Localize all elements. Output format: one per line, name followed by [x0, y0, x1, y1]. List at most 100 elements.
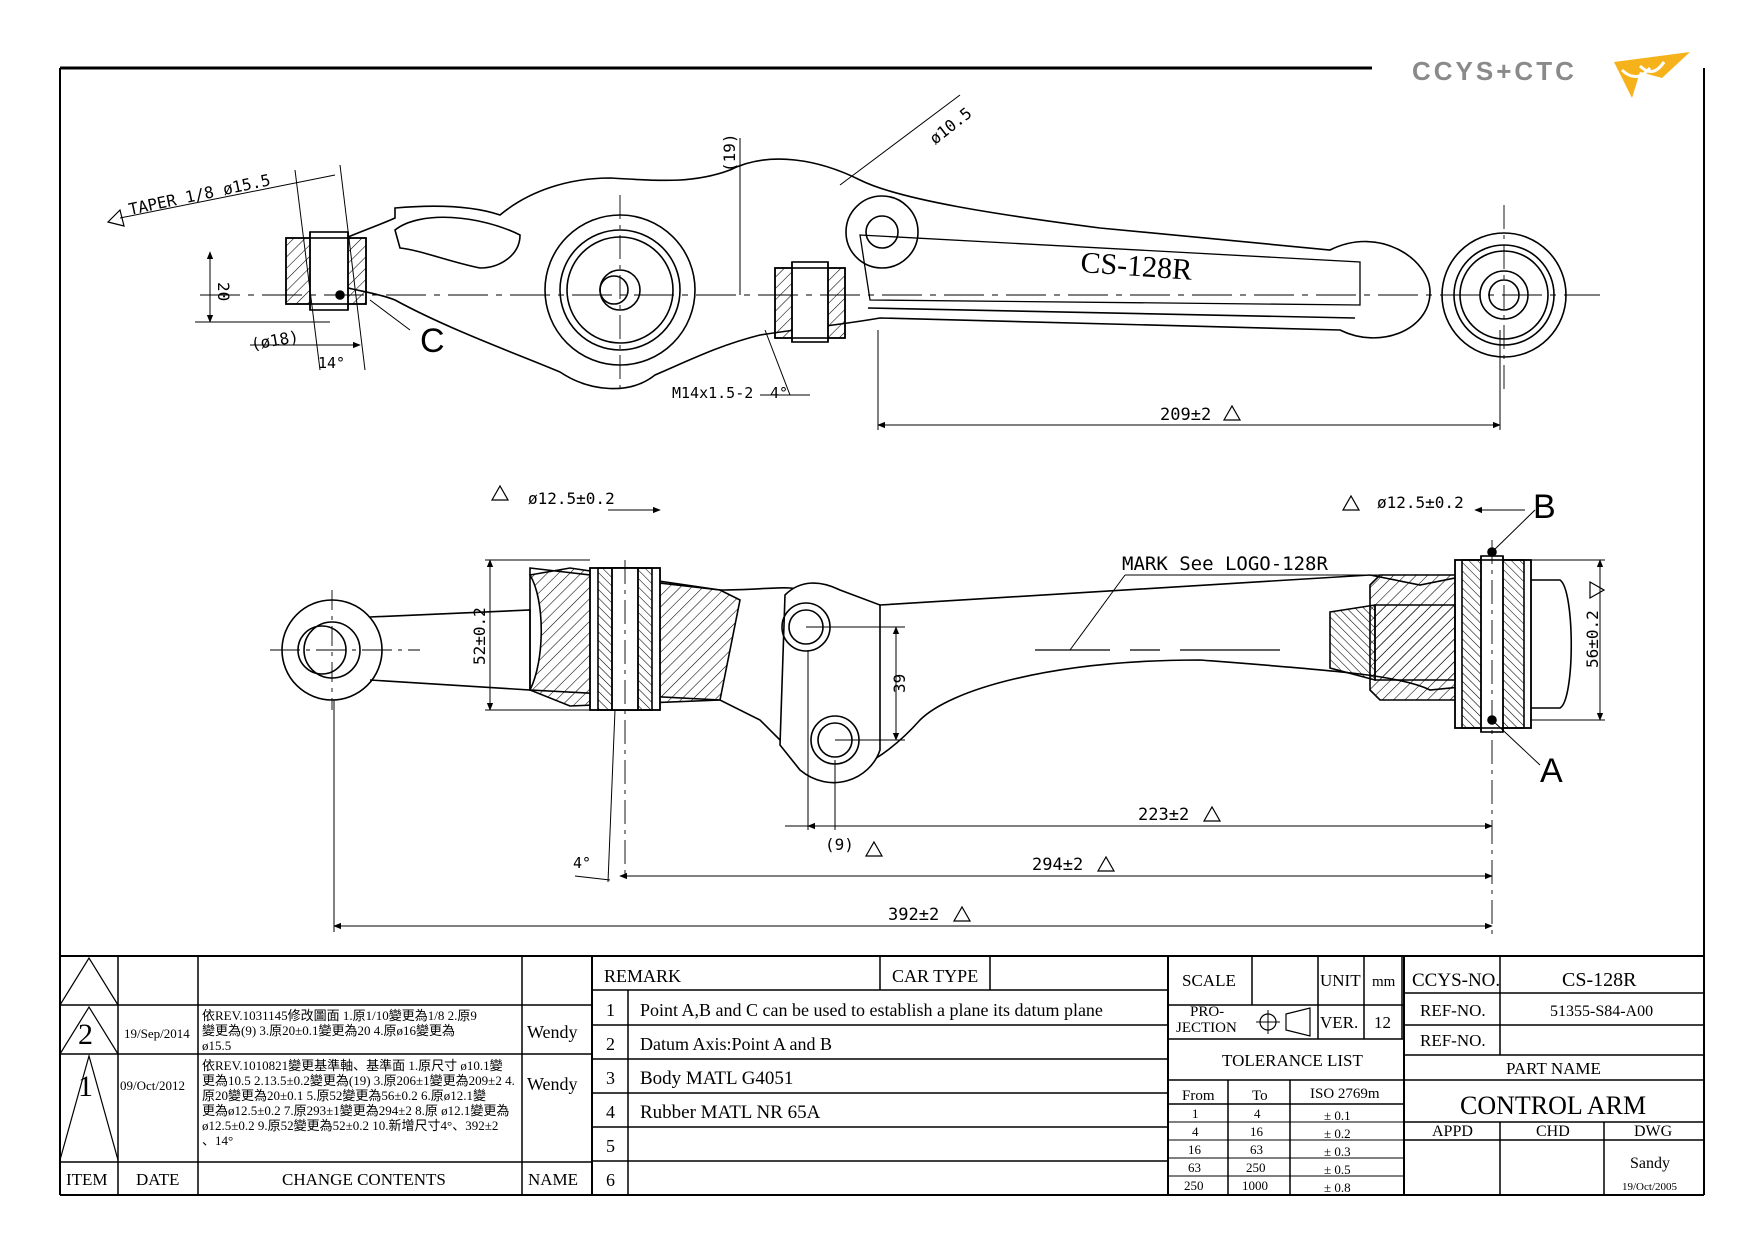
angle-4-top: 4° [770, 384, 788, 402]
dim-phi-12-5-right: ø12.5±0.2 [1377, 493, 1464, 512]
tol-to: 4 [1254, 1106, 1261, 1121]
dim-phi-18: (ø18) [249, 327, 300, 354]
rev-date-1: 09/Oct/2012 [120, 1078, 185, 1093]
tol-value: ± 0.1 [1324, 1108, 1351, 1123]
thread-label: M14x1.5-2 [672, 384, 753, 402]
remark-no: 1 [606, 1000, 615, 1020]
datum-triangle-icon [1202, 805, 1222, 822]
revision-triangle-icon [59, 1005, 119, 1055]
unit-value: mm [1372, 974, 1396, 990]
scale-label: SCALE [1182, 971, 1236, 990]
rev-line: 更為10.5 2.13.5±0.2變更為(19) 3.原206±1變更為209±… [202, 1073, 515, 1088]
tol-from: 63 [1188, 1160, 1201, 1175]
logo-text: CCYS+CTC [1412, 56, 1577, 86]
dim-20: 20 [214, 282, 233, 301]
car-type-label: CAR TYPE [892, 966, 978, 986]
ver-value: 12 [1374, 1013, 1391, 1032]
datum-triangle-icon [106, 208, 125, 227]
part-mark: CS-128R [1080, 246, 1194, 287]
datum-c: C [420, 322, 445, 360]
rev-line: 原20變更為20±0.1 5.原52變更為56±0.2 6.原ø12.1變 [202, 1088, 486, 1103]
title-block-info: CCYS-NO. CS-128R REF-NO. 51355-S84-A00 R… [1412, 969, 1677, 1193]
tol-from: 250 [1184, 1178, 1204, 1193]
part-name-label: PART NAME [1506, 1059, 1601, 1078]
chd-label: CHD [1536, 1123, 1570, 1140]
revision-table: 2 19/Sep/2014 依REV.1031145修改圖面 1.原1/10變更… [66, 1008, 578, 1189]
remark-text: Body MATL G4051 [640, 1068, 793, 1089]
tol-to: 250 [1246, 1160, 1266, 1175]
title-block-grid [59, 955, 1704, 1195]
part-name-value: CONTROL ARM [1460, 1091, 1646, 1120]
company-logo: CCYS+CTC [1412, 52, 1690, 98]
rev-name-1: Wendy [527, 1074, 578, 1094]
rev-line: 變更為(9) 3.原20±0.1變更為20 4.原ø16變更為 [202, 1023, 455, 1038]
mark-label: MARK See LOGO-128R [1122, 553, 1328, 575]
taper-label: TAPER 1/8 ø15.5 [127, 170, 272, 219]
remark-text: Point A,B and C can be used to establish… [640, 1000, 1103, 1020]
rev-header-item: ITEM [66, 1170, 108, 1189]
rev-header-name: NAME [528, 1170, 578, 1189]
revision-triangle-icon [59, 956, 119, 1006]
dim-223: 223±2 [1138, 805, 1189, 825]
rev-line: ø15.5 [202, 1038, 231, 1053]
tol-header-std: ISO 2769m [1310, 1086, 1380, 1102]
tol-header-to: To [1252, 1088, 1268, 1104]
angle-14: 14° [318, 354, 345, 372]
rev-date-2: 19/Sep/2014 [124, 1026, 190, 1041]
tol-value: ± 0.3 [1324, 1144, 1351, 1159]
rev-line: 依REV.1031145修改圖面 1.原1/10變更為1/8 2.原9 [202, 1008, 477, 1023]
datum-triangle-icon [490, 484, 510, 501]
dim-392: 392±2 [888, 905, 939, 925]
dim-56: 56±0.2 [1583, 610, 1602, 668]
top-view [119, 94, 1600, 430]
remarks-table: REMARK CAR TYPE 1 Point A,B and C can be… [604, 966, 1103, 1190]
dim-294: 294±2 [1032, 855, 1083, 875]
datum-a: A [1540, 752, 1563, 790]
datum-triangle-icon [1341, 494, 1361, 511]
logo-mark-icon [1614, 52, 1690, 98]
datum-b: B [1533, 488, 1556, 526]
ref-no-label-2: REF-NO. [1420, 1031, 1486, 1050]
remark-no: 5 [606, 1136, 615, 1156]
dim-52: 52±0.2 [470, 607, 489, 665]
ref-no-label: REF-NO. [1420, 1001, 1486, 1020]
tol-to: 63 [1250, 1142, 1263, 1157]
remark-text: Datum Axis:Point A and B [640, 1034, 832, 1054]
dwg-name: Sandy [1630, 1155, 1670, 1172]
rev-header-contents: CHANGE CONTENTS [282, 1170, 446, 1189]
tol-to: 1000 [1242, 1178, 1268, 1193]
remark-text: Rubber MATL NR 65A [640, 1102, 821, 1123]
dwg-date: 19/Oct/2005 [1622, 1181, 1677, 1193]
rev-item-2: 2 [78, 1018, 93, 1051]
tol-value: ± 0.8 [1324, 1180, 1351, 1195]
rev-line: 依REV.1010821變更基準軸、基準面 1.原尺寸 ø10.1變 [202, 1058, 503, 1073]
dim-phi-10-5: ø10.5 [926, 104, 976, 149]
angle-4: 4° [573, 854, 591, 872]
tol-from: 4 [1192, 1124, 1199, 1139]
datum-triangle-icon [1222, 404, 1242, 421]
dim-19: (19) [720, 133, 739, 172]
front-view-labels: ø12.5±0.2 ø12.5±0.2 B A MARK See LOGO-12… [470, 484, 1606, 925]
appd-label: APPD [1432, 1123, 1473, 1140]
rev-line: 、14° [202, 1133, 233, 1148]
remark-header: REMARK [604, 966, 681, 986]
remark-no: 6 [606, 1170, 615, 1190]
tol-from: 1 [1192, 1106, 1199, 1121]
remark-no: 3 [606, 1068, 615, 1088]
projection-label-1: PRO- [1190, 1004, 1224, 1020]
unit-label: UNIT [1320, 971, 1361, 990]
tolerance-block: SCALE UNIT mm PRO- JECTION VER. 12 TOLER… [1176, 971, 1396, 1195]
ref-no-value: 51355-S84-A00 [1550, 1003, 1653, 1020]
dim-9: (9) [825, 835, 854, 854]
rev-line: ø12.5±0.2 9.原52變更為52±0.2 10.新增尺寸4°、392±2 [202, 1118, 498, 1133]
projection-label-2: JECTION [1176, 1020, 1237, 1036]
tol-from: 16 [1188, 1142, 1202, 1157]
drawing-frame [59, 66, 1705, 1196]
ver-label: VER. [1320, 1013, 1358, 1032]
datum-triangle-icon [952, 905, 972, 922]
rev-header-date: DATE [136, 1170, 179, 1189]
ccys-no-label: CCYS-NO. [1412, 970, 1500, 991]
rev-line: 更為ø12.5±0.2 7.原293±1變更為294±2 8.原 ø12.1變更… [202, 1103, 509, 1118]
dim-209: 209±2 [1160, 405, 1211, 425]
